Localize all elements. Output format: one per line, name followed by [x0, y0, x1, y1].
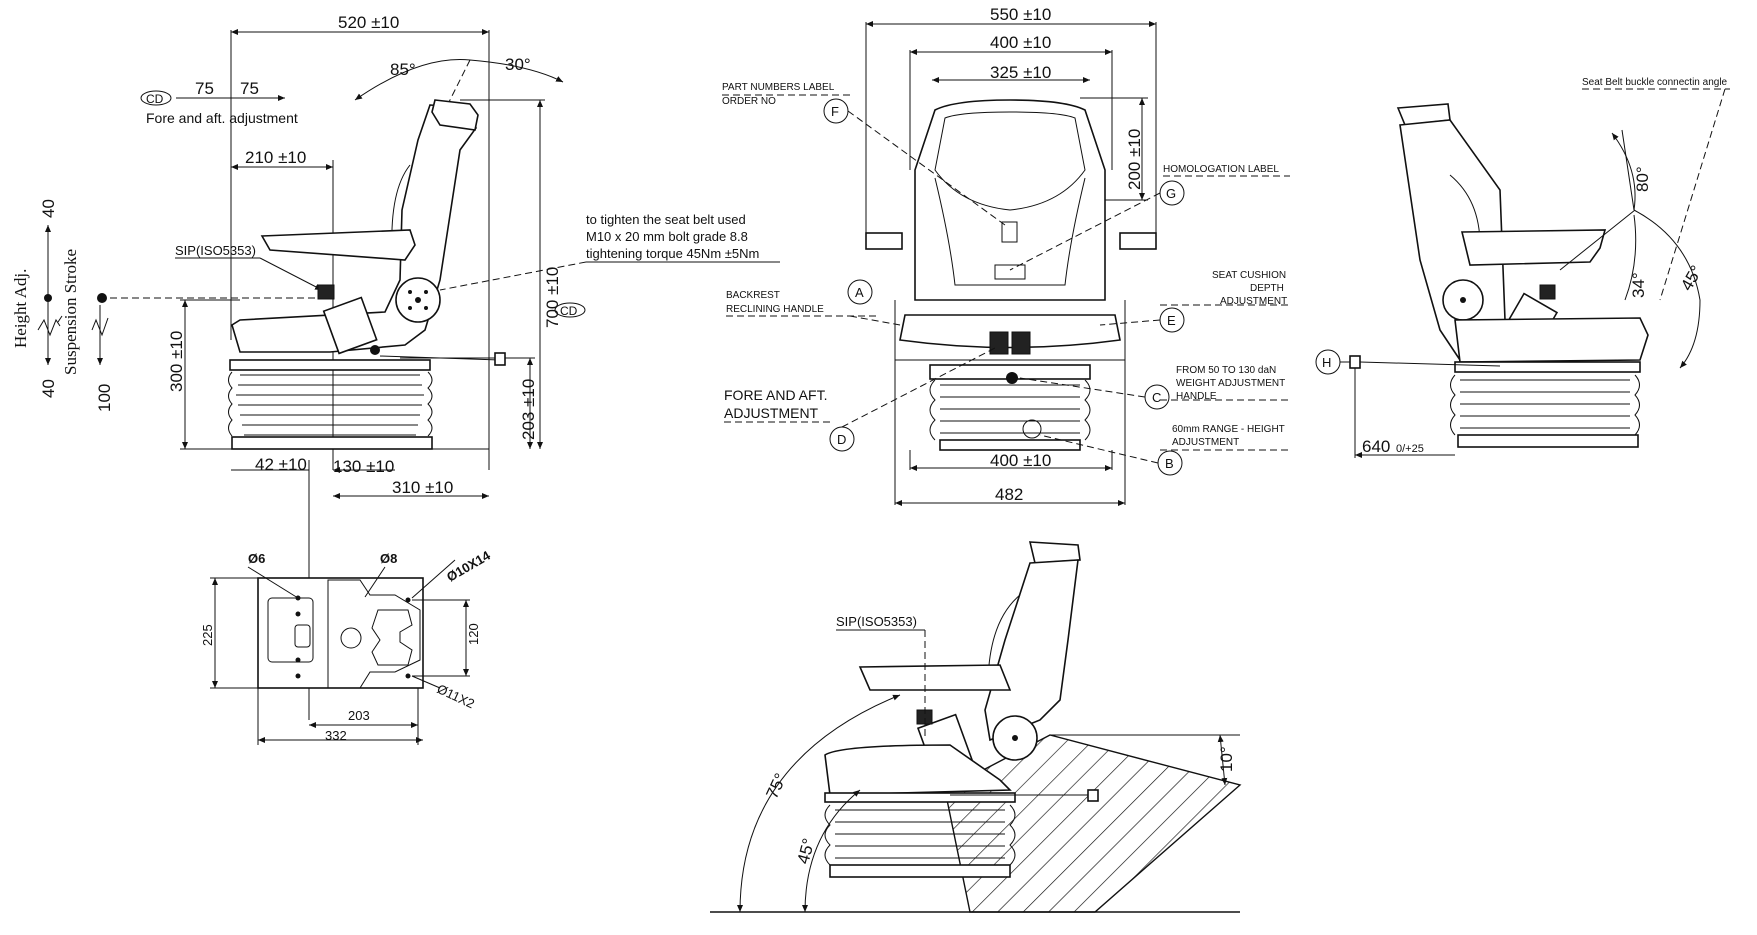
dim-640-tol: 0/+25: [1396, 443, 1424, 455]
svg-text:ORDER NO: ORDER NO: [722, 96, 776, 107]
dim-200: 200 ±10: [1125, 129, 1144, 190]
suspension-100: 100: [95, 384, 114, 412]
svg-text:60mm RANGE - HEIGHT: 60mm RANGE - HEIGHT: [1172, 424, 1285, 435]
svg-text:H: H: [1322, 355, 1331, 370]
svg-text:SEAT CUSHION: SEAT CUSHION: [1212, 270, 1286, 281]
dim-400-bottom: 400 ±10: [990, 451, 1051, 470]
dim-300: 300 ±10: [167, 331, 186, 392]
angle-75: 75°: [762, 770, 790, 801]
dim-130: 130 ±10: [333, 457, 394, 476]
sip-label-side: SIP(ISO5353): [175, 243, 256, 258]
svg-text:FROM 50 TO 130 daN: FROM 50 TO 130 daN: [1176, 365, 1276, 376]
cd-badge-2: CD: [554, 302, 586, 318]
angle-10: 10°: [1217, 746, 1236, 772]
height-adj-label: Height Adj.: [11, 269, 30, 348]
height-40-bottom: 40: [39, 379, 58, 398]
dim-550: 550 ±10: [990, 5, 1051, 24]
callout-b: 60mm RANGE - HEIGHT ADJUSTMENT B: [1039, 424, 1290, 476]
callout-a: BACKREST RECLINING HANDLE A: [726, 279, 901, 326]
dim-325: 325 ±10: [990, 63, 1051, 82]
svg-text:B: B: [1165, 456, 1174, 471]
svg-text:A: A: [855, 285, 864, 300]
angle-80: 80°: [1633, 166, 1652, 192]
dim-203: 203 ±10: [519, 379, 538, 440]
bolt-note: to tighten the seat belt used M10 x 20 m…: [439, 212, 780, 291]
svg-text:WEIGHT ADJUSTMENT: WEIGHT ADJUSTMENT: [1176, 378, 1285, 389]
front-view: 550 ±10 400 ±10 325 ±10 200 ±10: [722, 5, 1290, 506]
right-view: Seat Belt buckle connectin angle 80° 34°: [1315, 77, 1730, 458]
svg-text:ADJUSTMENT: ADJUSTMENT: [724, 405, 819, 421]
svg-text:ADJUSTMENT: ADJUSTMENT: [1172, 437, 1239, 448]
svg-text:ADJUSTMENT: ADJUSTMENT: [1220, 296, 1287, 307]
svg-text:CD: CD: [146, 92, 164, 106]
svg-text:D: D: [837, 432, 846, 447]
svg-text:PART NUMBERS LABEL: PART NUMBERS LABEL: [722, 82, 835, 93]
recline-view: SIP(ISO5353) 75° 45° 10°: [710, 541, 1242, 913]
height-40-top: 40: [39, 199, 58, 218]
dim-203-base: 203: [348, 708, 370, 723]
svg-text:HANDLE: HANDLE: [1176, 391, 1217, 402]
svg-text:FORE AND AFT.: FORE AND AFT.: [724, 387, 827, 403]
dim-210: 210 ±10: [245, 148, 306, 167]
svg-text:DEPTH: DEPTH: [1250, 283, 1284, 294]
suspension-stroke-label: Suspension Stroke: [61, 249, 80, 375]
dim-310: 310 ±10: [392, 478, 453, 497]
svg-text:C: C: [1152, 390, 1161, 405]
angle-45: 45°: [1677, 262, 1706, 294]
svg-text:to tighten the seat belt used: to tighten the seat belt used: [586, 212, 746, 227]
slot-10x14: Ø10X14: [444, 547, 493, 584]
svg-text:tightening torque 45Nm ±5Nm: tightening torque 45Nm ±5Nm: [586, 246, 759, 261]
sip-label-bottom: SIP(ISO5353): [836, 614, 917, 629]
dim-482: 482: [995, 485, 1023, 504]
svg-text:RECLINING HANDLE: RECLINING HANDLE: [726, 304, 824, 315]
dim-225: 225: [200, 624, 215, 646]
angle-34: 34°: [1629, 272, 1648, 298]
angle-85: 85°: [390, 60, 416, 79]
svg-text:CD: CD: [560, 304, 578, 318]
hole-d8: Ø8: [380, 551, 397, 566]
fore-aft-75-left: 75: [195, 79, 214, 98]
svg-text:BACKREST: BACKREST: [726, 290, 780, 301]
belt-angle-label: Seat Belt buckle connectin angle: [1582, 77, 1728, 88]
dim-120: 120: [466, 623, 481, 645]
side-view: 520 ±10 85° 30° CD 75 75 Fore and aft. a…: [11, 13, 780, 720]
callout-g: HOMOLOGATION LABEL G: [1009, 164, 1290, 271]
dim-42: 42 ±10: [255, 455, 307, 474]
cd-badge: CD: [140, 90, 172, 106]
dim-520: 520 ±10: [338, 13, 399, 32]
svg-text:E: E: [1167, 313, 1176, 328]
fore-aft-caption: Fore and aft. adjustment: [146, 110, 298, 126]
dim-640: 640: [1362, 437, 1390, 456]
dim-400-top: 400 ±10: [990, 33, 1051, 52]
seat-side-drawing: [228, 99, 506, 450]
callout-f: PART NUMBERS LABEL ORDER NO F: [722, 82, 1006, 226]
angle-30: 30°: [505, 55, 531, 74]
fore-aft-75-right: 75: [240, 79, 259, 98]
callout-c: FROM 50 TO 130 daN WEIGHT ADJUSTMENT HAN…: [1019, 365, 1290, 410]
svg-text:G: G: [1166, 186, 1176, 201]
svg-text:F: F: [831, 104, 839, 119]
dim-700: 700 ±10: [543, 267, 562, 328]
callout-d: FORE AND AFT. ADJUSTMENT D: [724, 347, 996, 452]
dim-332: 332: [325, 728, 347, 743]
hole-d6: Ø6: [248, 551, 265, 566]
hole-11x2: Ø11X2: [435, 681, 477, 711]
callout-e: SEAT CUSHION DEPTH ADJUSTMENT E: [1099, 270, 1290, 333]
svg-text:HOMOLOGATION LABEL: HOMOLOGATION LABEL: [1163, 164, 1279, 175]
angle-45-bottom: 45°: [794, 836, 819, 866]
svg-text:M10 x 20 mm bolt grade 8.8: M10 x 20 mm bolt grade 8.8: [586, 229, 748, 244]
base-plate-view: Ø6 Ø8 Ø10X14 Ø11X2 225 120 203 332: [200, 547, 493, 745]
seat-right-drawing: [1396, 103, 1649, 448]
